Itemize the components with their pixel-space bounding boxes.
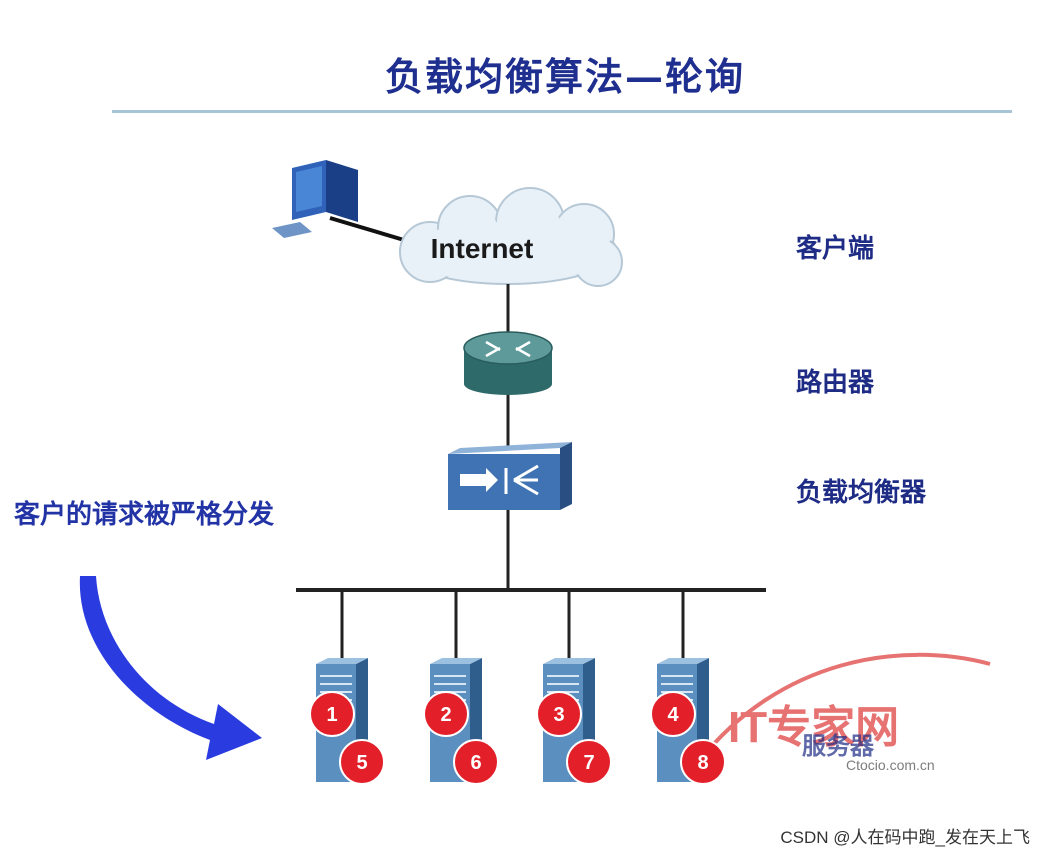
svg-text:5: 5 bbox=[356, 752, 367, 774]
round-badge-8: 8 bbox=[680, 739, 726, 785]
label-request-note: 客户的请求被严格分发 bbox=[14, 500, 275, 530]
round-badge-3: 3 bbox=[536, 691, 582, 737]
svg-text:7: 7 bbox=[583, 752, 594, 774]
load-balancer-icon bbox=[448, 442, 572, 510]
server-4: 48 bbox=[650, 658, 726, 785]
title-divider bbox=[112, 110, 1012, 113]
internet-cloud-icon: Internet bbox=[399, 187, 623, 287]
csdn-watermark: CSDN @人在码中跑_发在天上飞 bbox=[780, 828, 1030, 847]
label-client: 客户端 bbox=[796, 234, 875, 264]
label-router: 路由器 bbox=[796, 368, 875, 398]
page-title: 负载均衡算法—轮询 bbox=[384, 54, 745, 99]
round-badge-7: 7 bbox=[566, 739, 612, 785]
client-computer-icon bbox=[272, 160, 405, 242]
label-load-balancer: 负载均衡器 bbox=[796, 478, 927, 508]
round-badge-5: 5 bbox=[339, 739, 385, 785]
internet-label: Internet bbox=[431, 233, 534, 264]
server-3: 37 bbox=[536, 658, 612, 785]
svg-text:4: 4 bbox=[667, 704, 679, 726]
svg-text:1: 1 bbox=[326, 704, 337, 726]
logo-text: IT专家网 bbox=[728, 703, 899, 752]
label-server: 服务器 bbox=[802, 731, 875, 760]
router-icon bbox=[463, 331, 553, 395]
round-badge-1: 1 bbox=[309, 691, 355, 737]
curved-arrow-icon bbox=[79, 576, 262, 760]
svg-text:3: 3 bbox=[553, 704, 564, 726]
logo-domain: Ctocio.com.cn bbox=[846, 757, 935, 773]
server-2: 26 bbox=[423, 658, 499, 785]
svg-text:6: 6 bbox=[470, 752, 481, 774]
round-badge-2: 2 bbox=[423, 691, 469, 737]
round-badge-4: 4 bbox=[650, 691, 696, 737]
server-1: 15 bbox=[309, 658, 385, 785]
round-badge-6: 6 bbox=[453, 739, 499, 785]
svg-text:8: 8 bbox=[697, 752, 708, 774]
svg-text:2: 2 bbox=[440, 704, 451, 726]
it-logo: IT专家网 Ctocio.com.cn bbox=[698, 652, 991, 773]
